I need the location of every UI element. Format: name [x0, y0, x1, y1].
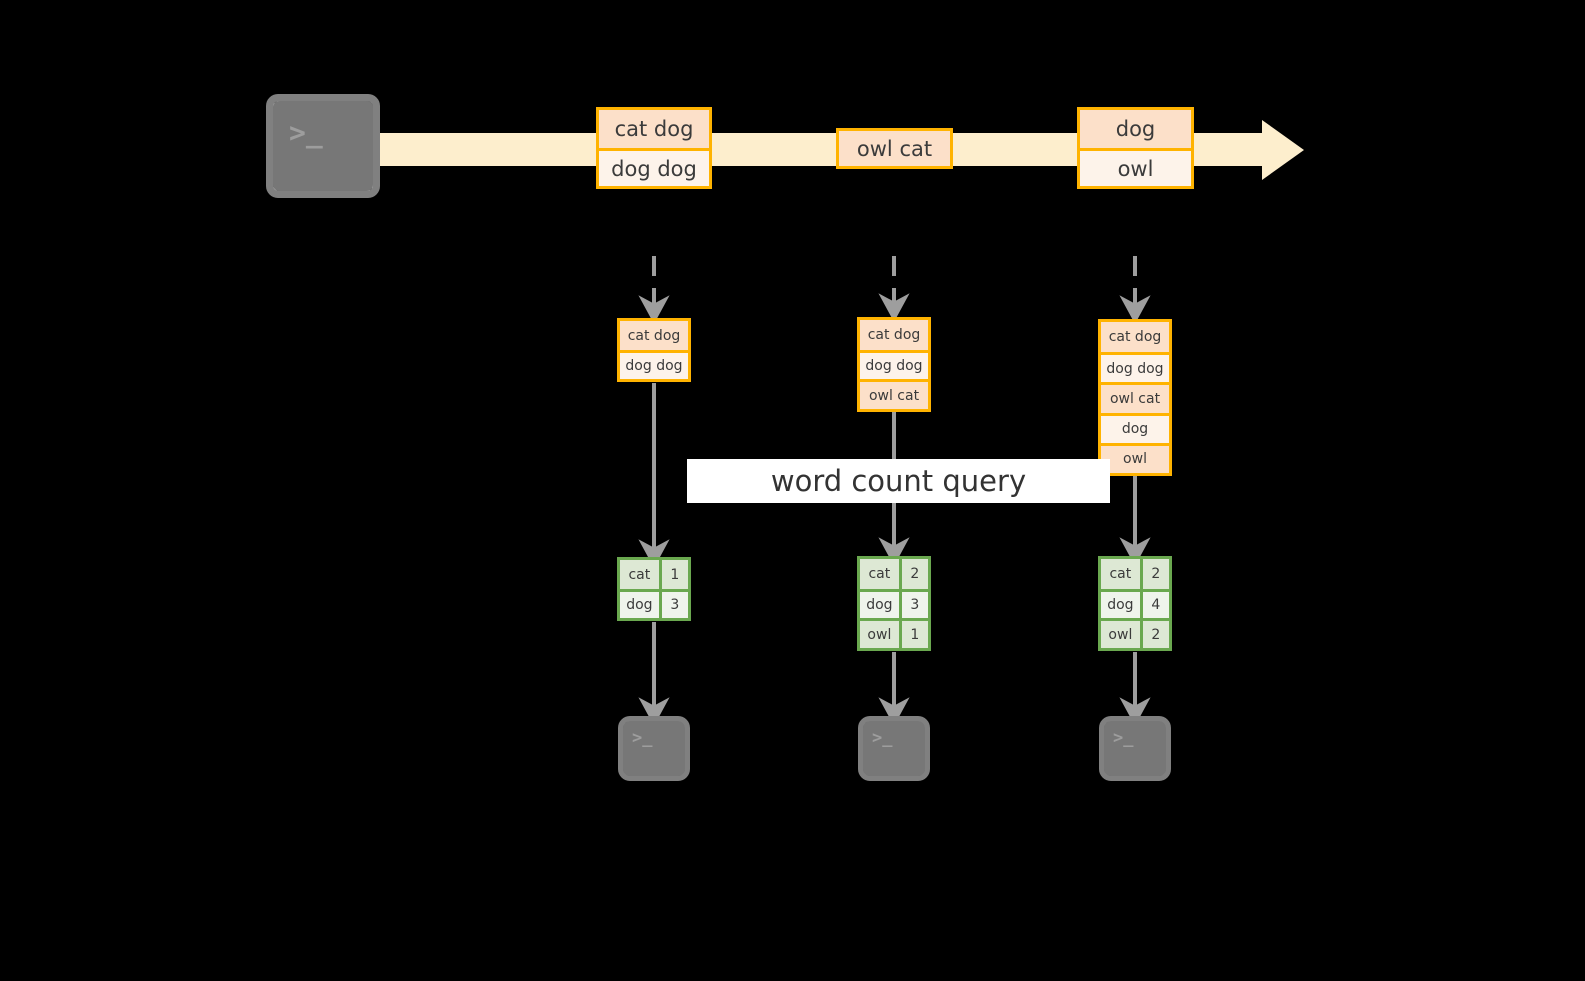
input-stream-arrowhead	[1262, 120, 1304, 180]
snapshot-line: cat dog	[1101, 322, 1169, 353]
sink-terminal-icon[interactable]: >_	[618, 716, 690, 781]
result-word: owl	[860, 621, 899, 648]
stream-event-box[interactable]: owl cat	[836, 128, 953, 169]
result-count: 1	[898, 621, 928, 648]
result-count: 3	[898, 591, 928, 619]
snapshot-line: dog dog	[1101, 352, 1169, 383]
terminal-screen	[623, 721, 685, 776]
snapshot-line: dog dog	[860, 349, 928, 380]
result-count: 3	[658, 592, 688, 618]
terminal-screen	[863, 721, 925, 776]
result-word: dog	[1101, 591, 1140, 619]
table-row: owl 1	[860, 618, 928, 648]
snapshot-line: dog	[1101, 412, 1169, 443]
stream-event-box[interactable]: cat dog dog dog	[596, 107, 712, 189]
snapshot-line: cat dog	[860, 320, 928, 350]
stream-event-line: dog	[1080, 110, 1191, 148]
snapshot-line: owl cat	[860, 379, 928, 409]
source-terminal-icon[interactable]: >_	[266, 94, 380, 198]
result-word: cat	[860, 559, 899, 589]
result-count: 4	[1139, 591, 1169, 619]
sink-terminal-icon[interactable]: >_	[858, 716, 930, 781]
stream-event-line: owl cat	[839, 131, 950, 166]
result-count: 2	[898, 559, 928, 589]
table-row: cat 2	[1101, 559, 1169, 589]
table-row: dog 4	[1101, 588, 1169, 619]
sink-terminal-icon[interactable]: >_	[1099, 716, 1171, 781]
result-count: 2	[1139, 559, 1169, 589]
result-word: owl	[1101, 621, 1140, 648]
stream-event-line: owl	[1080, 148, 1191, 186]
snapshot-box[interactable]: cat dog dog dog	[617, 318, 691, 382]
result-table[interactable]: cat 2 dog 3 owl 1	[857, 556, 931, 651]
terminal-prompt-glyph: >_	[1113, 728, 1134, 748]
result-table[interactable]: cat 1 dog 3	[617, 557, 691, 621]
stream-event-line: dog dog	[599, 148, 709, 186]
snapshot-line: owl	[1101, 442, 1169, 473]
query-label: word count query	[687, 459, 1110, 503]
stream-event-box[interactable]: dog owl	[1077, 107, 1194, 189]
terminal-screen	[1104, 721, 1166, 776]
terminal-prompt-glyph: >_	[289, 116, 323, 149]
table-row: dog 3	[860, 588, 928, 619]
terminal-screen	[273, 101, 373, 191]
result-word: cat	[1101, 559, 1140, 589]
snapshot-line: cat dog	[620, 321, 688, 350]
result-count: 2	[1139, 621, 1169, 648]
terminal-prompt-glyph: >_	[632, 728, 653, 748]
snapshot-box[interactable]: cat dog dog dog owl cat	[857, 317, 931, 412]
table-row: cat 1	[620, 560, 688, 589]
snapshot-line: owl cat	[1101, 382, 1169, 413]
result-word: cat	[620, 560, 659, 589]
stream-event-line: cat dog	[599, 110, 709, 148]
result-count: 1	[658, 560, 688, 589]
table-row: cat 2	[860, 559, 928, 589]
table-row: owl 2	[1101, 618, 1169, 648]
terminal-prompt-glyph: >_	[872, 728, 893, 748]
result-word: dog	[860, 591, 899, 619]
result-table[interactable]: cat 2 dog 4 owl 2	[1098, 556, 1172, 651]
table-row: dog 3	[620, 589, 688, 618]
snapshot-line: dog dog	[620, 350, 688, 379]
result-word: dog	[620, 592, 659, 618]
snapshot-box[interactable]: cat dog dog dog owl cat dog owl	[1098, 319, 1172, 476]
